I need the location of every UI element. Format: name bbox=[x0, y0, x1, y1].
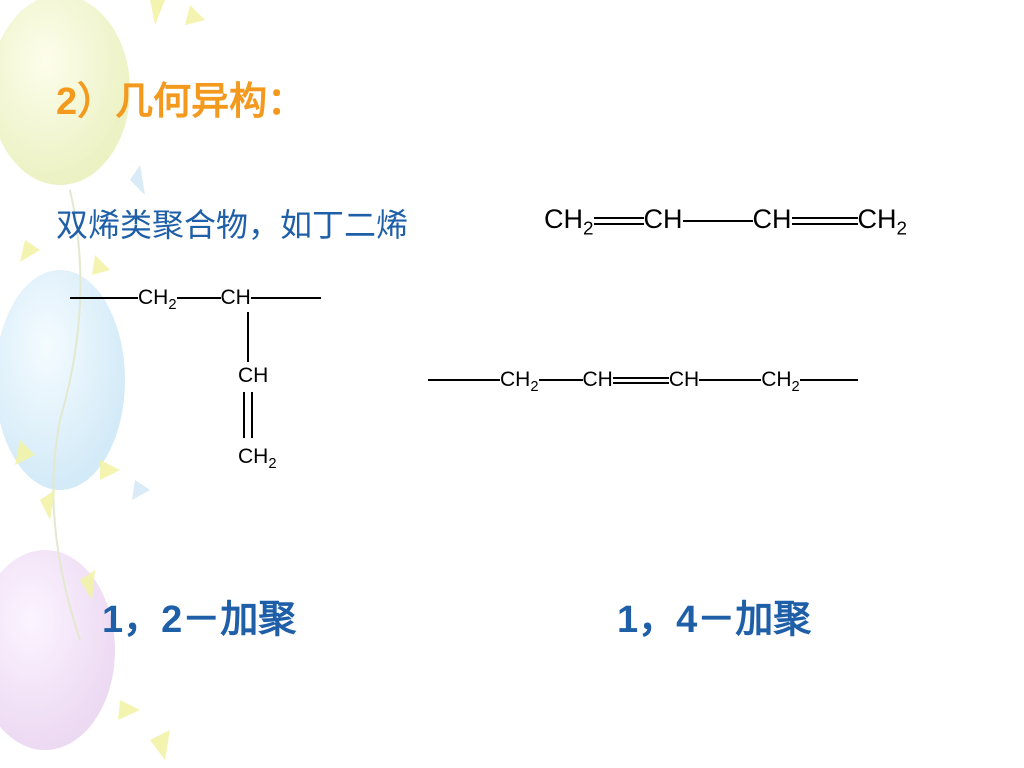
section-title: 2）几何异构： bbox=[56, 70, 305, 125]
label-1-4-addition: 1，4－加聚 bbox=[617, 597, 812, 641]
group-ch: CH bbox=[220, 286, 251, 309]
group-ch2: CH bbox=[500, 368, 531, 391]
group-ch2: CH bbox=[544, 204, 583, 234]
double-bond bbox=[791, 216, 858, 225]
subscript: 2 bbox=[530, 379, 539, 396]
group-ch: CH bbox=[582, 368, 613, 391]
group-ch: CH bbox=[238, 364, 269, 387]
single-bond bbox=[176, 297, 221, 300]
subscript: 2 bbox=[896, 218, 908, 240]
single-bond bbox=[699, 379, 762, 382]
balloon-purple bbox=[0, 550, 115, 750]
subscript: 2 bbox=[168, 297, 177, 314]
subscript: 2 bbox=[583, 218, 594, 240]
vertical-double-bond-a bbox=[243, 392, 245, 438]
single-bond bbox=[682, 219, 753, 222]
group-ch2: CH bbox=[857, 204, 897, 234]
vertical-double-bond-b bbox=[251, 392, 253, 438]
confetti bbox=[15, 0, 205, 760]
single-bond bbox=[799, 379, 858, 382]
label-1-2-addition: 1，2－加聚 bbox=[102, 597, 297, 641]
title-number: 2 bbox=[56, 81, 78, 123]
title-text: ）几何异构： bbox=[77, 79, 306, 123]
double-bond bbox=[612, 376, 669, 384]
single-bond bbox=[428, 379, 500, 382]
subscript: 2 bbox=[791, 379, 800, 396]
subtitle: 双烯类聚合物，如丁二烯 bbox=[56, 206, 409, 244]
group-ch: CH bbox=[643, 204, 683, 234]
single-bond bbox=[538, 379, 583, 382]
group-ch: CH bbox=[752, 204, 792, 234]
vertical-single-bond bbox=[247, 312, 249, 362]
single-bond bbox=[250, 297, 321, 300]
group-ch2: CH bbox=[761, 368, 792, 391]
group-ch2: CH2 bbox=[238, 445, 277, 473]
balloon-blue bbox=[0, 270, 125, 490]
double-bond bbox=[593, 216, 644, 225]
group-ch2: CH bbox=[138, 286, 169, 309]
single-bond bbox=[70, 297, 138, 300]
group-ch: CH bbox=[668, 368, 700, 391]
balloon-yellow bbox=[0, 0, 130, 185]
